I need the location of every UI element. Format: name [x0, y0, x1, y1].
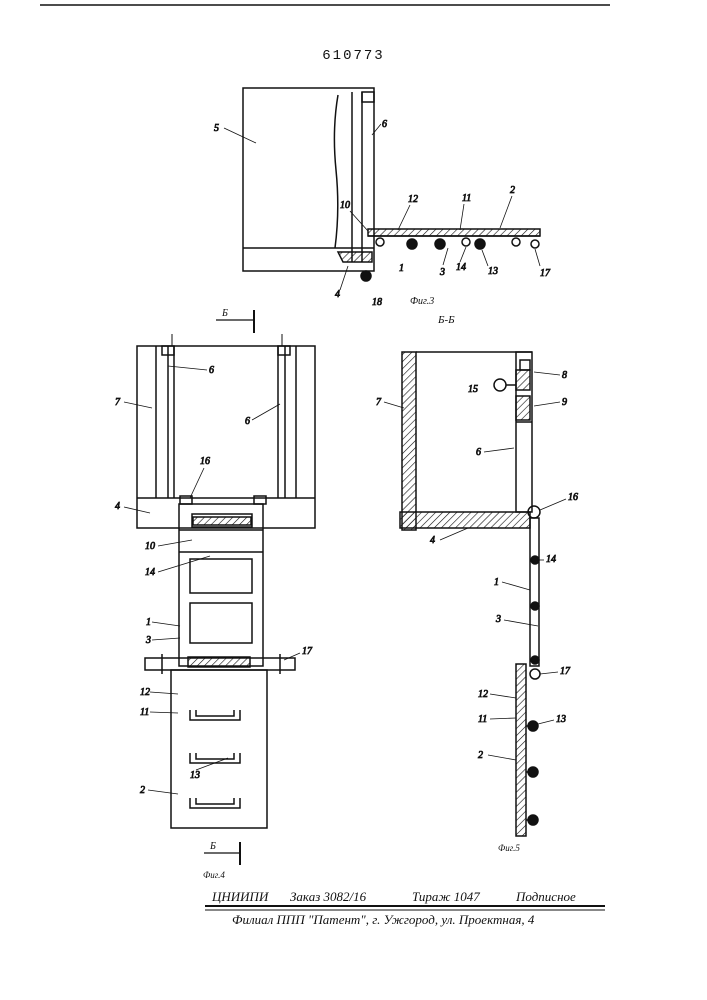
label-6: 6: [209, 365, 214, 376]
label-6: 6: [245, 416, 250, 427]
label-1: 1: [146, 617, 151, 628]
label-1: 1: [399, 263, 404, 274]
label-5: 5: [214, 123, 219, 134]
label-17: 17: [302, 646, 313, 657]
label-16: 16: [200, 456, 210, 467]
label-6: 6: [382, 119, 387, 130]
imprint-subscription: Подписное: [516, 889, 576, 905]
label-2: 2: [510, 185, 515, 196]
figure-4-front-view: [137, 310, 315, 865]
label-18: 18: [372, 297, 382, 308]
label-7: 7: [376, 397, 382, 408]
label-3: 3: [495, 614, 501, 625]
label-17: 17: [540, 268, 551, 279]
imprint-branch: Филиал ППП "Патент", г. Ужгород, ул. Про…: [232, 912, 534, 928]
figure-5-section-view: [400, 352, 540, 836]
label-13: 13: [190, 770, 200, 781]
label-14: 14: [456, 262, 466, 273]
label-10: 10: [145, 541, 155, 552]
label-12: 12: [408, 194, 418, 205]
label-7: 7: [115, 397, 121, 408]
label-14: 14: [546, 554, 556, 565]
label-3: 3: [145, 635, 151, 646]
label-1: 1: [494, 577, 499, 588]
label-13: 13: [556, 714, 566, 725]
figure-5-caption: Фиг.5: [498, 843, 520, 853]
imprint-org: ЦНИИПИ: [212, 889, 268, 905]
label-12: 12: [478, 689, 488, 700]
figure-3-caption: Фиг.3: [410, 296, 434, 307]
figure-5-section-title: Б-Б: [437, 314, 455, 326]
figure-4-labels: 6 6 7 16 4 10 14 1 3 17 12 11 13: [115, 365, 313, 796]
label-3: 3: [439, 267, 445, 278]
label-4: 4: [115, 501, 120, 512]
figure-3-labels: 5 6 10 12 11 2 1 3 14 13 17 4 18: [214, 119, 551, 308]
label-13: 13: [488, 266, 498, 277]
label-11: 11: [140, 707, 149, 718]
label-12: 12: [140, 687, 150, 698]
imprint-order: Заказ 3082/16: [290, 889, 366, 905]
label-17: 17: [560, 666, 571, 677]
label-2: 2: [478, 750, 483, 761]
figure-3-side-view: [243, 88, 540, 281]
label-4: 4: [335, 289, 340, 300]
label-8: 8: [562, 370, 567, 381]
imprint-print-run: Тираж 1047: [412, 889, 480, 905]
label-11: 11: [478, 714, 487, 725]
section-mark-bottom: Б: [209, 841, 216, 852]
section-mark-top: Б: [221, 308, 228, 319]
label-11: 11: [462, 193, 471, 204]
label-15: 15: [468, 384, 478, 395]
label-16: 16: [568, 492, 578, 503]
label-14: 14: [145, 567, 155, 578]
label-6: 6: [476, 447, 481, 458]
label-4: 4: [430, 535, 435, 546]
figure-4-caption: Фиг.4: [203, 870, 225, 880]
label-2: 2: [140, 785, 145, 796]
label-9: 9: [562, 397, 567, 408]
label-10: 10: [340, 200, 350, 211]
